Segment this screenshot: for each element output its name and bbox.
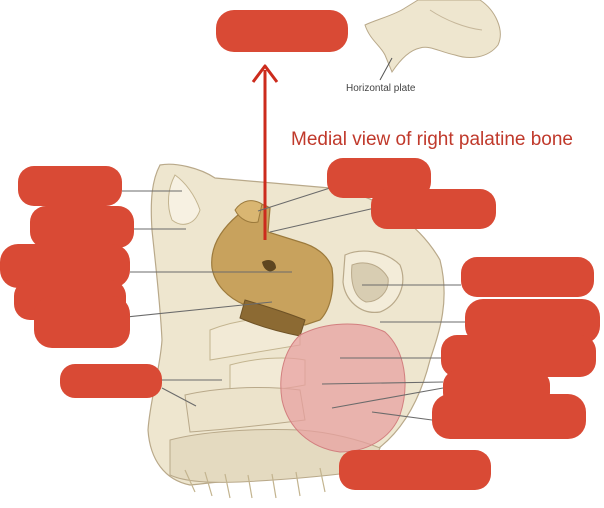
pointer-arrow (251, 64, 279, 240)
label-mask-top-mid-2[interactable] (371, 189, 496, 229)
label-mask-right-5[interactable] (432, 394, 586, 439)
inset-label: Horizontal plate (346, 83, 416, 94)
label-mask-bottom-1[interactable] (339, 450, 491, 490)
label-mask-left-2[interactable] (30, 206, 134, 248)
label-mask-left-5[interactable] (34, 296, 130, 348)
caption-medial-view: Medial view of right palatine bone (291, 129, 574, 150)
label-mask-left-6[interactable] (60, 364, 162, 398)
inset-horizontal-plate (364, 0, 501, 81)
label-mask-left-1[interactable] (18, 166, 122, 206)
leader-lines (122, 187, 465, 421)
highlighted-region (280, 323, 406, 453)
label-mask-inset-top[interactable] (216, 10, 348, 52)
label-mask-right-1[interactable] (461, 257, 594, 297)
palatine-bone (211, 200, 334, 337)
